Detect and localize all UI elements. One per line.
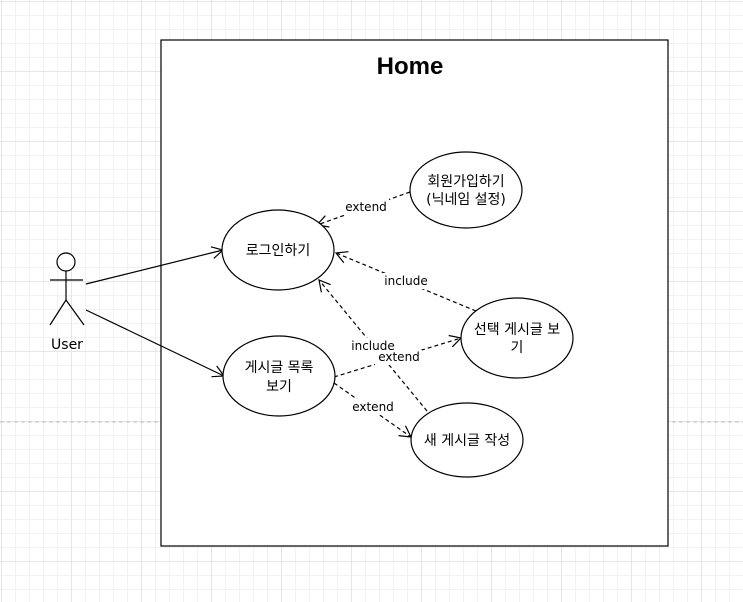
relation-label-signup-login: extend	[345, 200, 387, 214]
relation-label-view-login: include	[384, 274, 427, 288]
relation-label-list-write: extend	[352, 400, 394, 414]
use-case-write-label: 새 게시글 작성	[424, 433, 510, 449]
use-case-view-label-line2: 기	[511, 340, 524, 356]
use-case-list-label-line1: 게시글 목록	[245, 360, 314, 376]
use-case-view-label-line1: 선택 게시글 보	[474, 322, 560, 338]
use-case-signup[interactable]: 회원가입하기 (닉네임 설정)	[409, 151, 523, 229]
use-case-view[interactable]: 선택 게시글 보 기	[460, 297, 574, 379]
actor-user-label: User	[51, 337, 83, 353]
relation-label-list-view: extend	[378, 350, 420, 364]
use-case-list[interactable]: 게시글 목록 보기	[222, 335, 336, 417]
system-title: Home	[377, 53, 444, 80]
association-user-login[interactable]	[85, 246, 225, 285]
association-user-list[interactable]	[85, 309, 226, 378]
relation-list-write[interactable]	[333, 382, 413, 438]
use-case-login[interactable]: 로그인하기	[221, 209, 335, 291]
use-case-signup-label-line1: 회원가입하기	[427, 174, 504, 190]
relation-view-login[interactable]	[334, 251, 477, 312]
use-case-login-label: 로그인하기	[246, 243, 310, 259]
use-case-signup-label-line2: (닉네임 설정)	[426, 192, 506, 208]
relation-label-write-login: include	[351, 339, 394, 353]
system-boundary[interactable]	[160, 39, 669, 547]
actor-user[interactable]	[49, 252, 85, 326]
use-case-list-label-line2: 보기	[266, 379, 292, 395]
use-case-write[interactable]: 새 게시글 작성	[410, 402, 524, 478]
